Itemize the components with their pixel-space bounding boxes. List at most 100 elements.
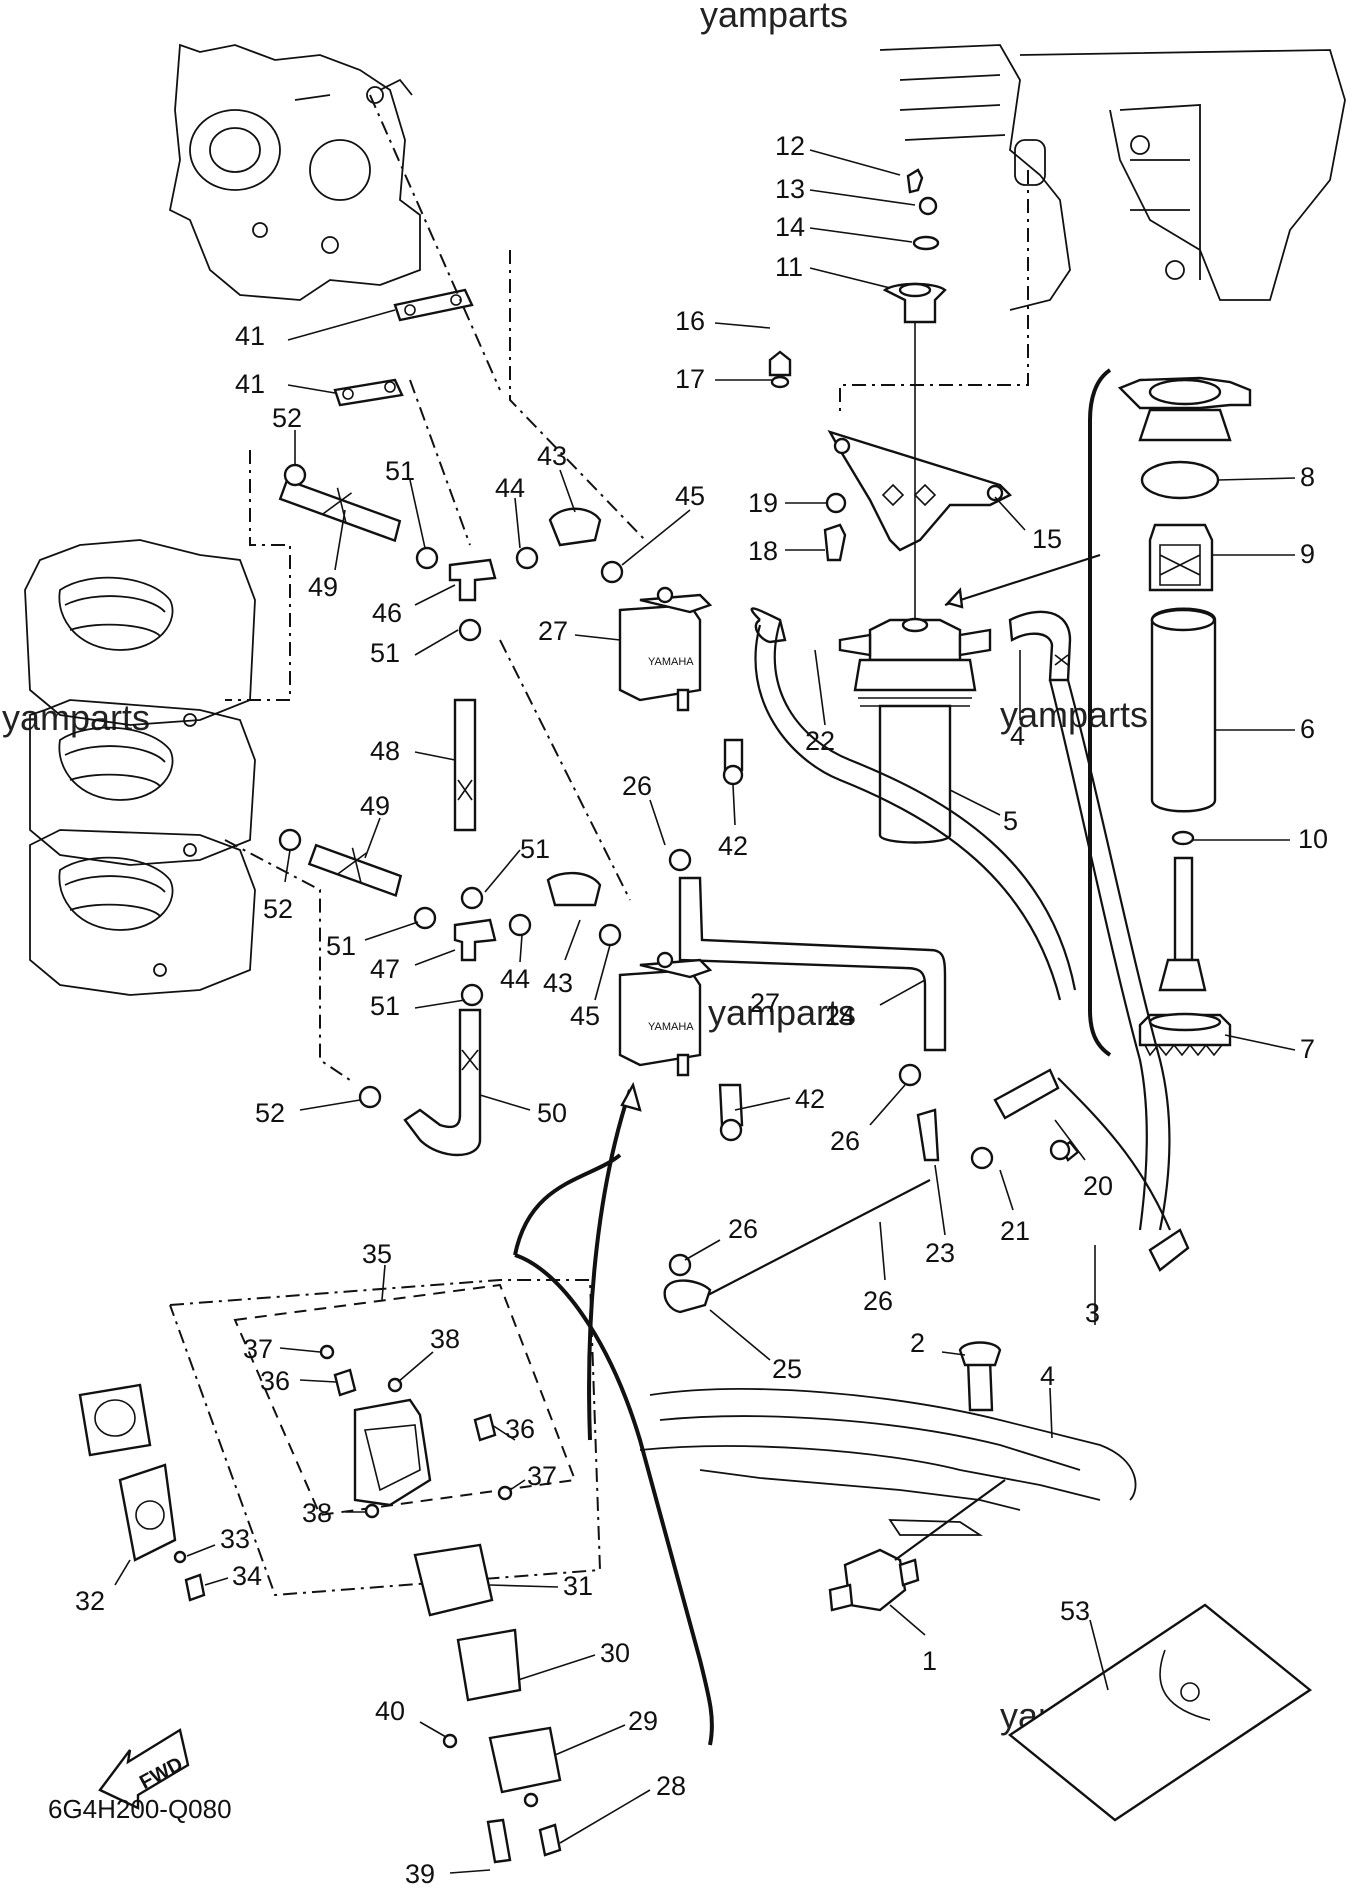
callout-38-upper: 38 [430, 1324, 460, 1354]
callout-30: 30 [600, 1638, 630, 1668]
callout-42-lower: 42 [795, 1084, 825, 1114]
callout-49-upper: 49 [308, 572, 338, 602]
callout-52-upper: 52 [272, 403, 302, 433]
flow-arrow-head [620, 1081, 642, 1112]
callout-6: 6 [1300, 714, 1315, 744]
callout-40: 40 [375, 1696, 405, 1726]
flow-arrow-up [587, 1089, 632, 1441]
watermarks: yamparts yamparts yamparts yamparts yamp… [2, 0, 1148, 1736]
callout-16: 16 [675, 306, 705, 336]
callout-29: 29 [628, 1706, 658, 1736]
callout-51-a: 51 [385, 456, 415, 486]
fuel-pump-lower: YAMAHA [618, 951, 713, 1077]
callout-41-upper: 41 [235, 321, 265, 351]
callout-26-b: 26 [830, 1126, 860, 1156]
flow-arrow-arc [513, 1153, 622, 1256]
callout-38-lower: 38 [302, 1498, 332, 1528]
fuel-pump-upper: YAMAHA [618, 586, 713, 712]
callout-4-upper: 4 [1010, 721, 1025, 751]
callout-51-b: 51 [370, 638, 400, 668]
callout-24: 24 [825, 1001, 855, 1031]
callout-48: 48 [370, 736, 400, 766]
callout-49-lower: 49 [360, 791, 390, 821]
callout-2: 2 [910, 1328, 925, 1358]
pump-brand-upper: YAMAHA [648, 656, 694, 668]
callout-12: 12 [775, 131, 805, 161]
callout-33: 33 [220, 1524, 250, 1554]
engine-block-top-right [879, 44, 1346, 311]
callout-45-lower: 45 [570, 1001, 600, 1031]
callout-44-lower: 44 [500, 964, 530, 994]
callout-31: 31 [563, 1571, 593, 1601]
callout-4-lower: 4 [1040, 1361, 1055, 1391]
callout-52-lower: 52 [255, 1098, 285, 1128]
callout-37-lower: 37 [527, 1461, 557, 1491]
callout-43-upper: 43 [537, 441, 567, 471]
callout-18: 18 [748, 536, 778, 566]
callout-26-d: 26 [863, 1286, 893, 1316]
callout-3: 3 [1085, 1298, 1100, 1328]
callout-28: 28 [656, 1771, 686, 1801]
callout-21: 21 [1000, 1216, 1030, 1246]
callout-17: 17 [675, 364, 705, 394]
callout-32: 32 [75, 1586, 105, 1616]
diagram-code: 6G4H200-Q080 [48, 1794, 232, 1824]
callout-41-lower: 41 [235, 369, 265, 399]
callout-19: 19 [748, 488, 778, 518]
fuel-hoses [278, 478, 1190, 1314]
filter-exploded-parts [944, 368, 1252, 1057]
dash-leaders [224, 94, 646, 1081]
callout-20: 20 [1083, 1171, 1113, 1201]
callout-25: 25 [772, 1354, 802, 1384]
callout-47: 47 [370, 954, 400, 984]
carburetors-left [24, 539, 256, 996]
gaskets [333, 288, 474, 407]
pump-brand-lower: YAMAHA [648, 1021, 694, 1033]
callout-15: 15 [1032, 524, 1062, 554]
callout-37-upper: 37 [243, 1334, 273, 1364]
callout-27-lower: 27 [750, 988, 780, 1018]
callout-26-a: 26 [622, 771, 652, 801]
callout-44-upper: 44 [495, 473, 525, 503]
callout-9: 9 [1300, 539, 1315, 569]
callout-11: 11 [775, 252, 803, 282]
primer-joint [828, 1479, 1006, 1612]
callout-45-upper: 45 [675, 481, 705, 511]
watermark-top: yamparts [700, 0, 848, 35]
callout-36-right: 36 [505, 1414, 535, 1444]
callout-39: 39 [405, 1859, 435, 1889]
callout-36-left: 36 [260, 1366, 290, 1396]
callout-51-d: 51 [326, 931, 356, 961]
callout-22: 22 [805, 726, 835, 756]
callout-34: 34 [232, 1561, 262, 1591]
callout-23: 23 [925, 1238, 955, 1268]
callout-46: 46 [372, 598, 402, 628]
callout-51-c: 51 [520, 834, 550, 864]
instruction-sheet [1007, 1603, 1313, 1822]
callout-43-lower: 43 [543, 968, 573, 998]
callout-1: 1 [922, 1646, 937, 1676]
callout-53: 53 [1060, 1596, 1090, 1626]
callout-10: 10 [1298, 824, 1328, 854]
fuel-filter-bracket-assembly [768, 168, 1029, 844]
callout-7: 7 [1300, 1034, 1315, 1064]
callout-42-upper: 42 [718, 831, 748, 861]
pump-kit-box [78, 1279, 602, 1864]
callout-50: 50 [537, 1098, 567, 1128]
callout-5: 5 [1003, 806, 1018, 836]
callout-14: 14 [775, 212, 805, 242]
callout-8: 8 [1300, 462, 1315, 492]
watermark-center: yamparts [708, 992, 856, 1033]
bottom-cowling-outline [639, 1388, 1137, 1536]
callout-52-mid: 52 [263, 894, 293, 924]
callout-51-e: 51 [370, 991, 400, 1021]
callout-27-upper: 27 [538, 616, 568, 646]
callout-26-c: 26 [728, 1214, 758, 1244]
engine-block-top-left [168, 43, 421, 301]
callouts: 12 13 14 11 16 17 19 18 15 8 9 6 10 7 5 … [75, 131, 1328, 1889]
bracket-arc-bottom [514, 1253, 714, 1746]
callout-13: 13 [775, 174, 805, 204]
clamps-and-joints [278, 463, 1080, 1412]
callout-35: 35 [362, 1239, 392, 1269]
